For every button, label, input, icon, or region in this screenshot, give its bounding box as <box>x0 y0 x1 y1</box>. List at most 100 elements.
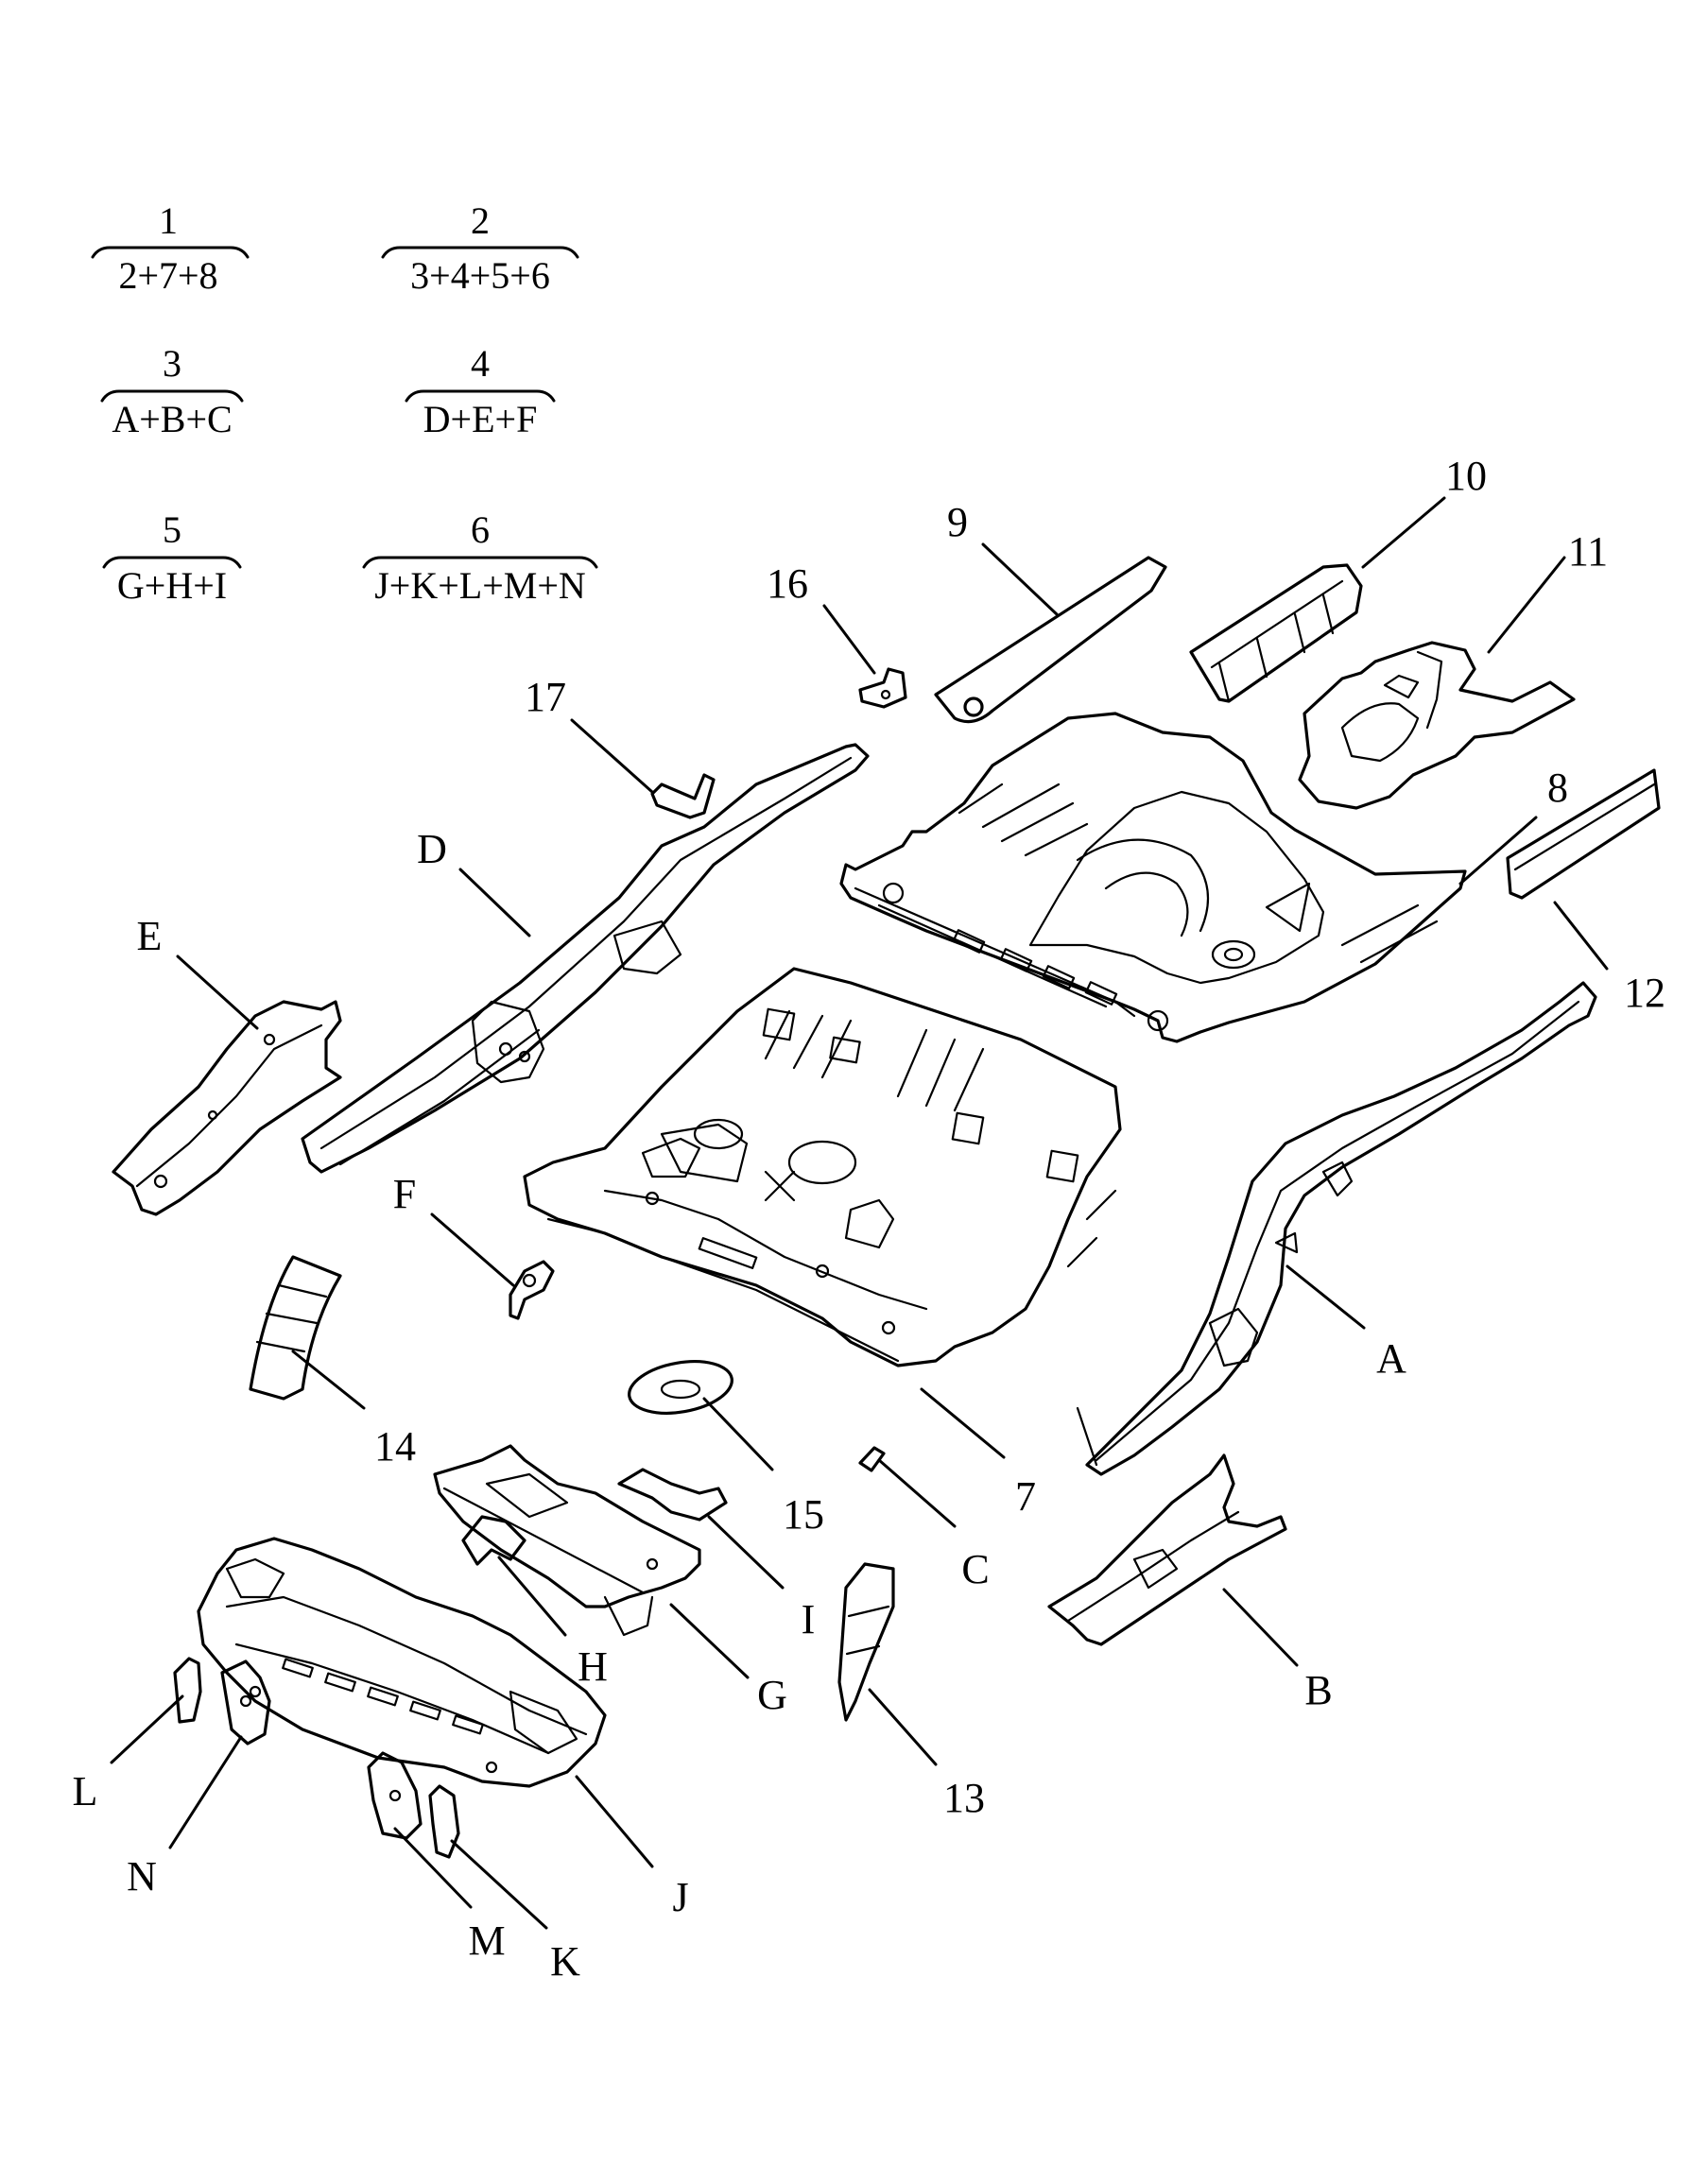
leader-H <box>497 1556 567 1637</box>
legend-number: 2 <box>471 199 490 242</box>
callout-A: A <box>1376 1335 1406 1382</box>
leader-9 <box>981 542 1059 616</box>
leader-15 <box>702 1397 774 1471</box>
part-C-clip <box>858 1446 886 1472</box>
leader-lines <box>110 496 1609 1930</box>
part-M-bracket <box>367 1751 423 1840</box>
leader-14 <box>291 1350 366 1410</box>
callout-M: M <box>468 1917 505 1964</box>
legend-number: 3 <box>163 342 181 385</box>
legend-brace <box>91 246 250 259</box>
callout-17: 17 <box>525 674 566 720</box>
leader-16 <box>822 604 876 675</box>
part-E-extension <box>112 1000 342 1216</box>
legend: 1 2+7+8 2 3+4+5+6 3 A+B+C 4 D+E+F 5 G+H+… <box>91 199 598 607</box>
callout-15: 15 <box>783 1491 824 1538</box>
part-L-bracket <box>173 1657 202 1724</box>
leader-13 <box>868 1688 938 1766</box>
legend-formula: 3+4+5+6 <box>410 254 550 297</box>
callout-G: G <box>757 1672 787 1718</box>
callout-E: E <box>137 913 163 959</box>
part-D-side-member <box>301 743 870 1174</box>
legend-number: 6 <box>471 508 490 551</box>
callout-K: K <box>550 1938 580 1985</box>
part-B-extension <box>1047 1453 1287 1646</box>
callout-C: C <box>961 1546 989 1592</box>
legend-brace <box>102 556 242 569</box>
legend-brace <box>362 556 598 569</box>
leader-J <box>575 1775 654 1868</box>
leader-K <box>450 1839 548 1930</box>
callout-J: J <box>672 1874 688 1920</box>
leader-L <box>110 1694 184 1764</box>
leader-B <box>1222 1588 1299 1667</box>
part-G-crossmember <box>433 1444 701 1637</box>
part-8-rear-floor <box>839 712 1467 1043</box>
callout-D: D <box>417 826 447 872</box>
callout-B: B <box>1304 1667 1332 1713</box>
legend-brace <box>381 246 579 259</box>
part-A-side-member <box>1076 981 1597 1476</box>
legend-formula: G+H+I <box>117 564 227 607</box>
legend-number: 4 <box>471 342 490 385</box>
part-12-plate <box>1506 768 1661 900</box>
legend-brace <box>405 389 556 403</box>
legend-number: 5 <box>163 508 181 551</box>
leader-11 <box>1487 556 1566 654</box>
leader-D <box>458 868 531 937</box>
callout-11: 11 <box>1568 528 1608 575</box>
leader-7 <box>920 1387 1006 1459</box>
leader-I <box>707 1515 785 1590</box>
legend-item-5: 5 G+H+I <box>102 508 242 607</box>
part-J-crossmember <box>197 1537 607 1788</box>
callout-I: I <box>802 1596 816 1642</box>
legend-item-6: 6 J+K+L+M+N <box>362 508 598 607</box>
legend-formula: J+K+L+M+N <box>374 564 586 607</box>
leader-F <box>430 1212 515 1287</box>
part-I-bracket <box>617 1468 728 1522</box>
legend-item-1: 1 2+7+8 <box>91 199 250 297</box>
callout-12: 12 <box>1624 970 1665 1016</box>
leader-E <box>176 954 259 1030</box>
part-10-panel <box>1189 563 1363 703</box>
callout-H: H <box>578 1643 608 1690</box>
leader-12 <box>1553 901 1609 971</box>
leader-8 <box>1458 816 1538 886</box>
part-15-cap <box>628 1360 733 1415</box>
callout-F: F <box>393 1171 416 1217</box>
legend-brace <box>100 389 244 403</box>
leader-G <box>669 1603 750 1679</box>
legend-formula: 2+7+8 <box>118 254 217 297</box>
leader-C <box>877 1458 957 1528</box>
part-K-bracket <box>428 1784 460 1859</box>
callout-10: 10 <box>1445 453 1487 499</box>
callout-N: N <box>127 1853 157 1900</box>
callout-16: 16 <box>767 560 808 607</box>
leader-N <box>168 1735 243 1849</box>
part-13-strip <box>837 1562 895 1722</box>
part-7-front-floor <box>523 967 1122 1367</box>
part-11-bracket <box>1298 641 1576 810</box>
leader-A <box>1285 1264 1366 1330</box>
part-9-plate <box>934 556 1167 724</box>
part-F-bracket <box>509 1260 555 1320</box>
callout-13: 13 <box>943 1775 985 1821</box>
parts <box>112 556 1661 1859</box>
leader-M <box>393 1827 473 1909</box>
part-N-bracket <box>220 1659 271 1745</box>
leader-10 <box>1361 496 1446 569</box>
callout-7: 7 <box>1015 1473 1036 1520</box>
legend-number: 1 <box>159 199 178 242</box>
legend-item-2: 2 3+4+5+6 <box>381 199 579 297</box>
callout-14: 14 <box>374 1423 416 1470</box>
legend-formula: D+E+F <box>423 398 538 440</box>
part-16-bracket <box>858 667 907 709</box>
part-H-bracket <box>461 1515 526 1566</box>
legend-formula: A+B+C <box>112 398 232 440</box>
legend-item-3: 3 A+B+C <box>100 342 244 440</box>
part-17-bracket <box>650 773 716 819</box>
callout-labels: 9 10 11 8 12 16 17 D E F 14 15 7 A C I H… <box>73 453 1665 1985</box>
legend-item-4: 4 D+E+F <box>405 342 556 440</box>
callout-8: 8 <box>1547 765 1568 811</box>
